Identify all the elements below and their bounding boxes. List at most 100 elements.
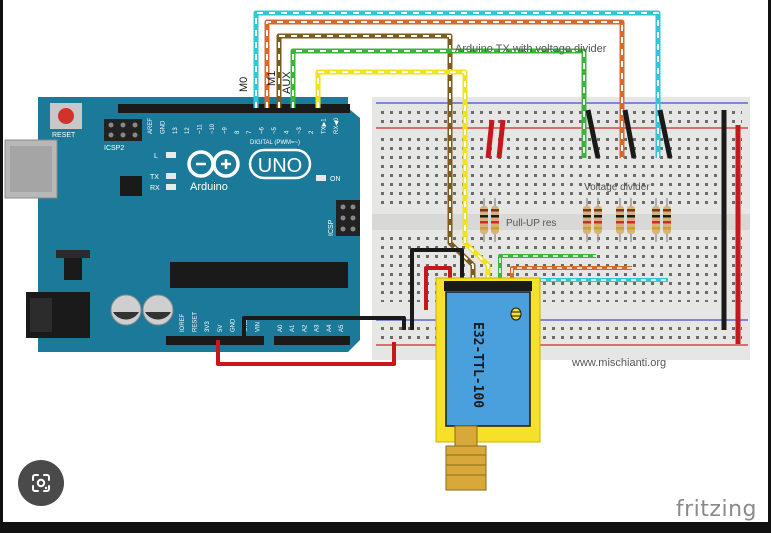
led-tx — [166, 173, 176, 179]
jumper-black-1 — [585, 109, 601, 159]
arduino-logo — [187, 150, 240, 178]
rail-holes-top — [380, 107, 742, 125]
voltage-divider-label: Voltage divider — [584, 182, 650, 193]
resistor — [663, 198, 671, 242]
jumper-red-1 — [485, 119, 495, 159]
pin-label: RX◀0 — [334, 117, 340, 134]
pin-label: GND — [160, 120, 166, 134]
pin-label: ~3 — [297, 126, 303, 134]
capacitor-2 — [142, 294, 174, 326]
pin-label: IOREF — [180, 313, 186, 332]
power-jack-inner — [30, 298, 52, 332]
wire-orange-top-stripe — [266, 21, 623, 158]
led-l-label: L — [154, 153, 158, 160]
pin-label: 2 — [309, 130, 315, 134]
jumper-red-2 — [496, 119, 506, 159]
pin-label: A3 — [315, 324, 321, 332]
tx-divider-label: Arduino TX with voltage divider — [455, 43, 607, 55]
pin-label: ~6 — [260, 126, 266, 134]
pin-label: A1 — [290, 324, 296, 332]
regulator — [64, 256, 82, 280]
pin-label: 3V3 — [205, 321, 211, 332]
reset-label: RESET — [52, 132, 76, 139]
wire-red-module — [424, 266, 452, 310]
wire-green-bottom-stripe — [499, 255, 596, 283]
wire-black-module — [410, 248, 464, 330]
wires — [216, 10, 741, 366]
resistor — [583, 198, 591, 242]
usb-chip — [120, 176, 142, 196]
pin-label: TX▶1 — [322, 118, 328, 134]
analog-pin-header — [274, 336, 350, 345]
pin-label: AREF — [148, 118, 154, 134]
antenna-connector — [445, 445, 487, 491]
module-header — [444, 281, 532, 291]
resistor — [627, 198, 635, 242]
wire-green-top-stripe — [292, 50, 585, 158]
digital-pin-header — [118, 104, 350, 113]
resistor — [616, 198, 624, 242]
led-on-label: ON — [330, 176, 341, 183]
arduino-pcb — [38, 97, 360, 352]
bee-icon — [510, 307, 522, 321]
icsp2-label: ICSP2 — [104, 145, 124, 152]
digital-label: DIGITAL (PWM=~) — [250, 140, 300, 146]
pin-label: A0 — [278, 324, 284, 332]
icsp-label: ICSP — [328, 219, 335, 236]
resistor — [652, 198, 660, 242]
wire-cyan-stripe — [255, 12, 659, 158]
holes-top-block — [380, 138, 742, 210]
pin-label: 13 — [173, 127, 179, 134]
pin-label: 4 — [284, 130, 290, 134]
arduino-uno-board: RESET ICSP2 L TX RX ON UNO Ardu — [4, 97, 360, 352]
pin-label: 12 — [185, 127, 191, 134]
aux-label: AUX — [281, 71, 293, 94]
pin-label: RESET — [193, 312, 199, 332]
led-on — [316, 175, 326, 181]
module-name: E32-TTL-100 — [470, 322, 485, 408]
wire-brown-stripe — [278, 35, 474, 283]
led-rx — [166, 184, 176, 190]
regulator-tab — [56, 250, 90, 258]
m0-label: M0 — [238, 77, 250, 92]
reset-button-cap — [58, 108, 74, 124]
pin-label: A5 — [339, 324, 345, 332]
led-l — [166, 152, 176, 158]
google-lens-button[interactable] — [18, 460, 64, 506]
arduino-brand-label: Arduino — [190, 181, 228, 193]
breadboard — [372, 97, 750, 360]
pin-label: ~10 — [210, 123, 216, 134]
resistors — [480, 198, 671, 242]
uno-badge — [248, 148, 312, 180]
pin-label: 8 — [235, 130, 241, 134]
m1-label: M1 — [266, 71, 278, 86]
atmega-chip — [170, 262, 348, 288]
pin-label: 5V — [218, 325, 224, 332]
wire-red-arduino — [216, 340, 396, 366]
led-rx-label: RX — [150, 185, 160, 192]
pin-label: GND — [230, 318, 236, 332]
fritzing-watermark: fritzing — [675, 497, 757, 522]
jumper-black-3 — [657, 109, 673, 159]
antenna-connector-base — [454, 425, 478, 447]
uno-label: UNO — [258, 155, 302, 177]
pin-label: A4 — [327, 324, 333, 332]
usb-connector-inner — [10, 146, 52, 192]
icsp-header — [336, 200, 360, 236]
resistor — [491, 198, 499, 242]
left-border — [0, 0, 3, 528]
resistor — [594, 198, 602, 242]
pin-label: VIN — [256, 322, 262, 332]
jumper-black-2 — [622, 109, 637, 159]
led-tx-label: TX — [150, 174, 159, 181]
rail-holes-bottom — [380, 324, 742, 342]
wire-yellow-stripe — [317, 71, 489, 283]
bottom-border — [0, 522, 771, 528]
pin-label: ~5 — [272, 126, 278, 134]
center-channel — [372, 214, 750, 230]
e32-module: E32-TTL-100 — [435, 277, 541, 491]
pin-label: ~9 — [222, 126, 228, 134]
